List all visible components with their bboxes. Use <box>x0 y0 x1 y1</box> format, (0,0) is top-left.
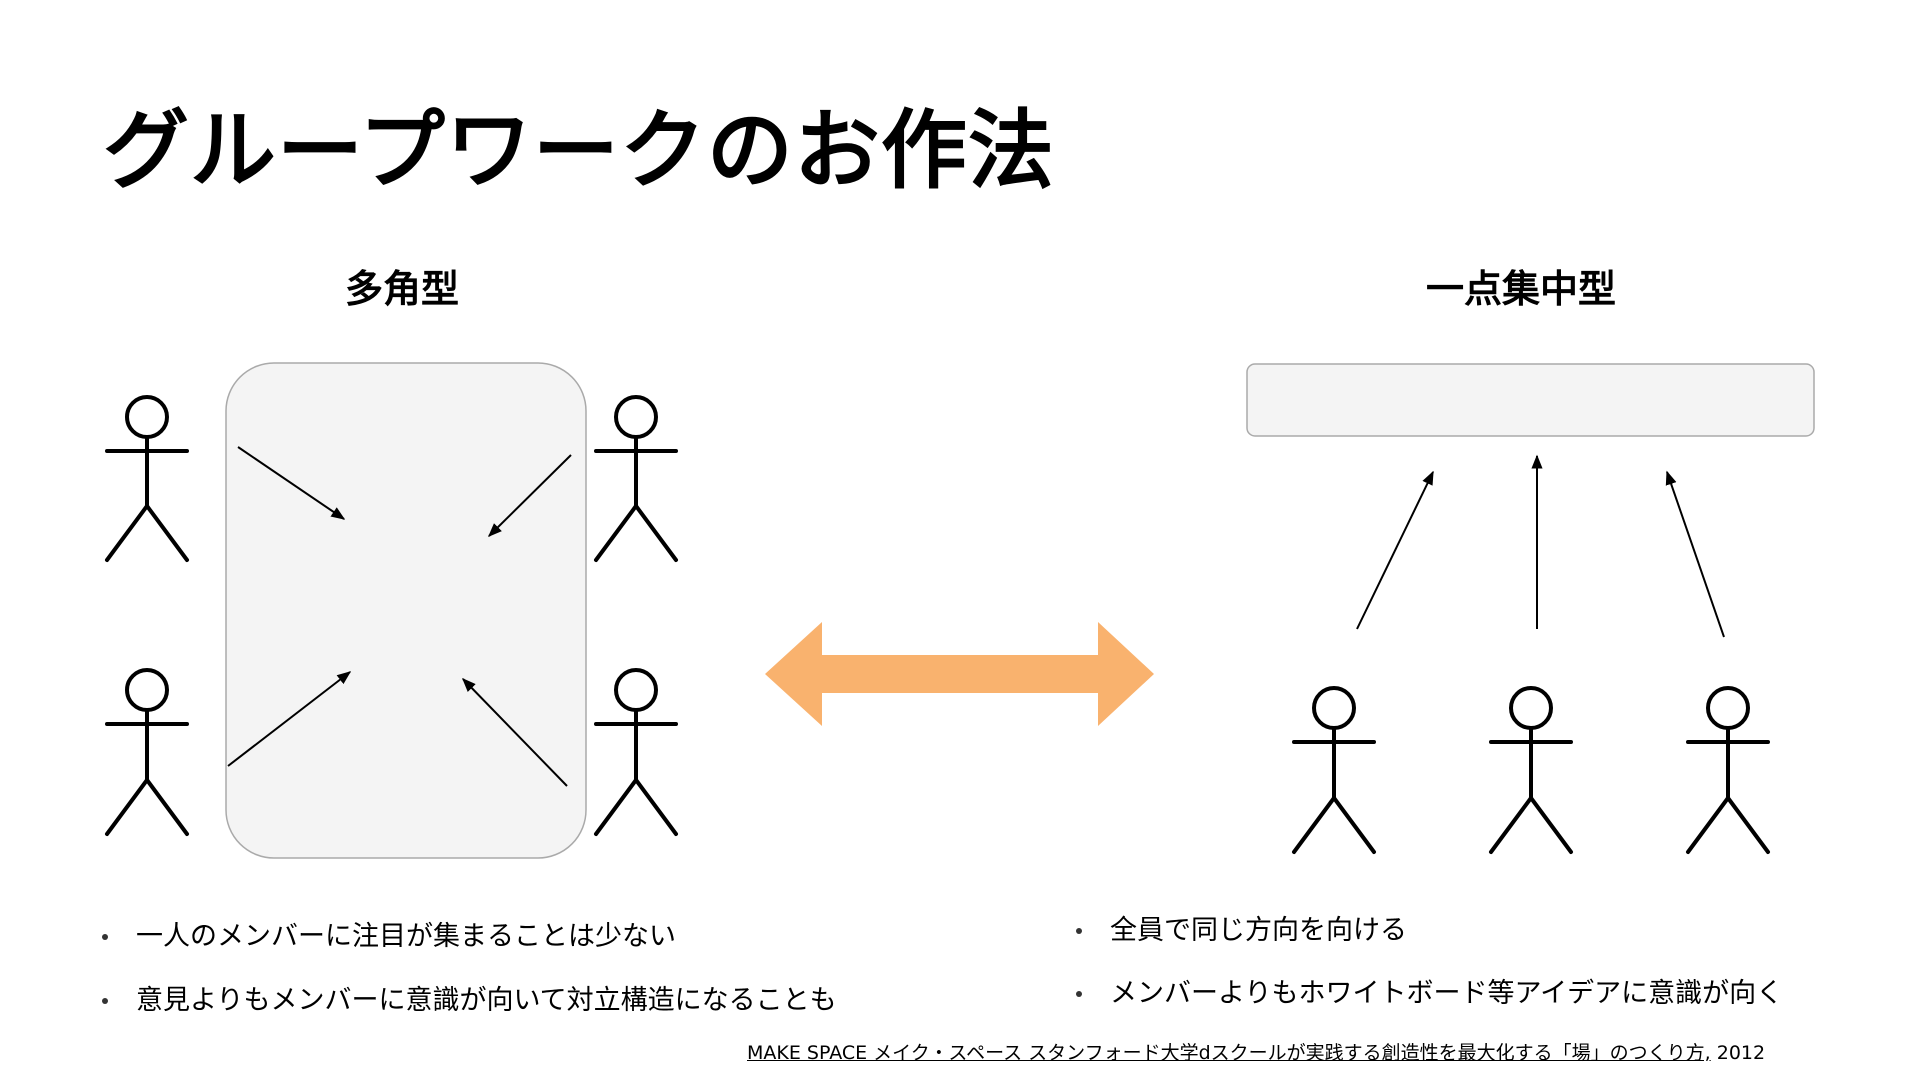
citation-year: 2012 <box>1710 1042 1766 1064</box>
person-row-right-icon <box>1686 686 1770 854</box>
right-bullet-list: 全員で同じ方向を向ける メンバーよりもホワイトボード等アイデアに意識が向く <box>1076 915 1783 1010</box>
citation-reference: MAKE SPACE メイク・スペース スタンフォード大学dスクールが実践する創… <box>747 1042 1711 1064</box>
arrow-bottom-right <box>462 677 568 787</box>
double-arrow-icon <box>765 622 1154 726</box>
list-item: 全員で同じ方向を向ける <box>1076 915 1783 947</box>
person-top-right-icon <box>594 395 678 562</box>
person-bottom-left-icon <box>105 668 189 836</box>
citation: MAKE SPACE メイク・スペース スタンフォード大学dスクールが実践する創… <box>747 1038 1765 1065</box>
left-bullet-list: 一人のメンバーに注目が集まることは少ない 意見よりもメンバーに意識が向いて対立構… <box>102 921 837 1017</box>
whiteboard-panel <box>1246 363 1815 437</box>
person-bottom-right-icon <box>594 668 678 836</box>
heading-multi-angle: 多角型 <box>345 267 460 311</box>
person-top-left-icon <box>105 395 189 562</box>
bullet-text: 一人のメンバーに注目が集まることは少ない <box>136 921 676 952</box>
bullet-text: メンバーよりもホワイトボード等アイデアに意識が向く <box>1110 978 1784 1009</box>
arrow-bottom-left <box>227 671 352 767</box>
bullet-text: 全員で同じ方向を向ける <box>1110 915 1407 946</box>
arrow-right-up <box>1665 470 1725 638</box>
list-item: 一人のメンバーに注目が集まることは少ない <box>102 921 837 953</box>
slide-title: グループワークのお作法 <box>103 101 1055 201</box>
arrow-left-up <box>1356 470 1434 630</box>
list-item: 意見よりもメンバーに意識が向いて対立構造になることも <box>102 985 837 1017</box>
bullet-dot-icon <box>102 934 108 940</box>
person-row-left-icon <box>1292 686 1376 854</box>
person-row-center-icon <box>1489 686 1573 854</box>
table-panel <box>225 362 587 859</box>
list-item: メンバーよりもホワイトボード等アイデアに意識が向く <box>1076 978 1783 1010</box>
bullet-dot-icon <box>1076 991 1082 997</box>
arrow-top-right <box>488 454 572 537</box>
arrow-top-left <box>237 446 346 520</box>
heading-single-focus: 一点集中型 <box>1426 267 1617 311</box>
bullet-dot-icon <box>1076 928 1082 934</box>
bullet-dot-icon <box>102 998 108 1004</box>
bullet-text: 意見よりもメンバーに意識が向いて対立構造になることも <box>136 985 837 1016</box>
